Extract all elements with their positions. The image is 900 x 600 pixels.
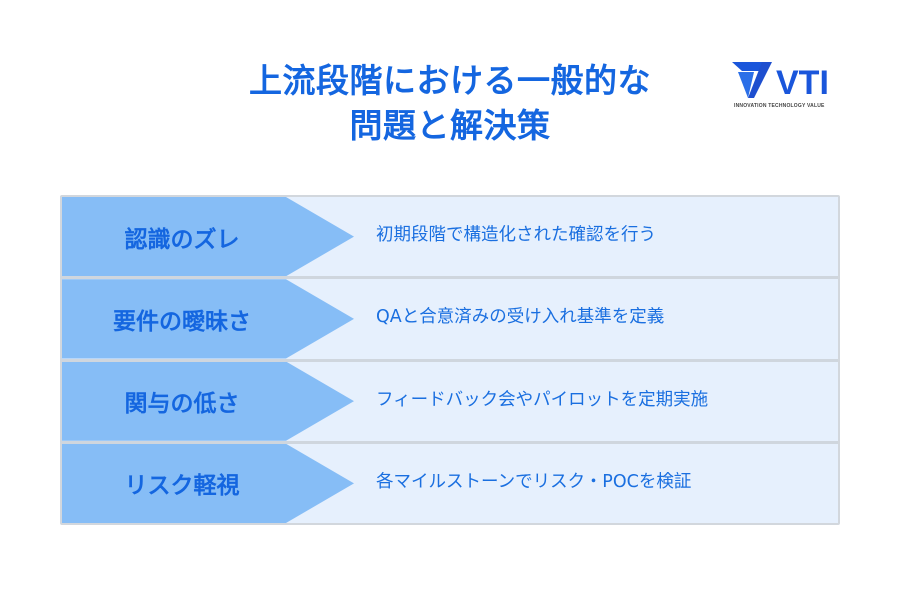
vti-logo: VTI INNOVATION TECHNOLOGY VALUE: [732, 60, 844, 112]
table-row: リスク軽視 各マイルストーンでリスク・POCを検証: [62, 443, 838, 523]
table-row: 認識のズレ 初期段階で構造化された確認を行う: [62, 197, 838, 277]
problem-solution-table: 認識のズレ 初期段階で構造化された確認を行う 要件の曖昧さ QAと合意済みの受け…: [60, 195, 840, 525]
title-line-2: 問題と解決策: [349, 106, 551, 145]
problem-label: 要件の曖昧さ: [113, 308, 251, 335]
table-row: 関与の低さ フィードバック会やパイロットを定期実施: [62, 361, 838, 441]
chevron-arrow-shape: [62, 361, 354, 441]
problem-label: 関与の低さ: [124, 391, 240, 418]
chevron-arrow-shape: [62, 279, 354, 359]
logo-tagline: INNOVATION TECHNOLOGY VALUE: [734, 103, 825, 109]
table-row: 要件の曖昧さ QAと合意済みの受け入れ基準を定義: [62, 279, 838, 359]
chevron-arrow-shape: [62, 197, 354, 277]
solution-text: 初期段階で構造化された確認を行う: [376, 225, 656, 246]
solution-text: フィードバック会やパイロットを定期実施: [376, 389, 709, 410]
solution-text: QAと合意済みの受け入れ基準を定義: [376, 307, 665, 328]
problem-label: リスク軽視: [124, 473, 240, 500]
title-line-1: 上流段階における一般的な: [249, 61, 651, 100]
vti-logo-icon: VTI: [732, 62, 829, 102]
logo-text: VTI: [776, 64, 829, 102]
chevron-arrow-shape: [62, 443, 354, 523]
solution-text: 各マイルストーンでリスク・POCを検証: [376, 471, 692, 492]
problem-label: 認識のズレ: [124, 226, 240, 253]
page-title: 上流段階における一般的な 問題と解決策: [200, 58, 700, 148]
